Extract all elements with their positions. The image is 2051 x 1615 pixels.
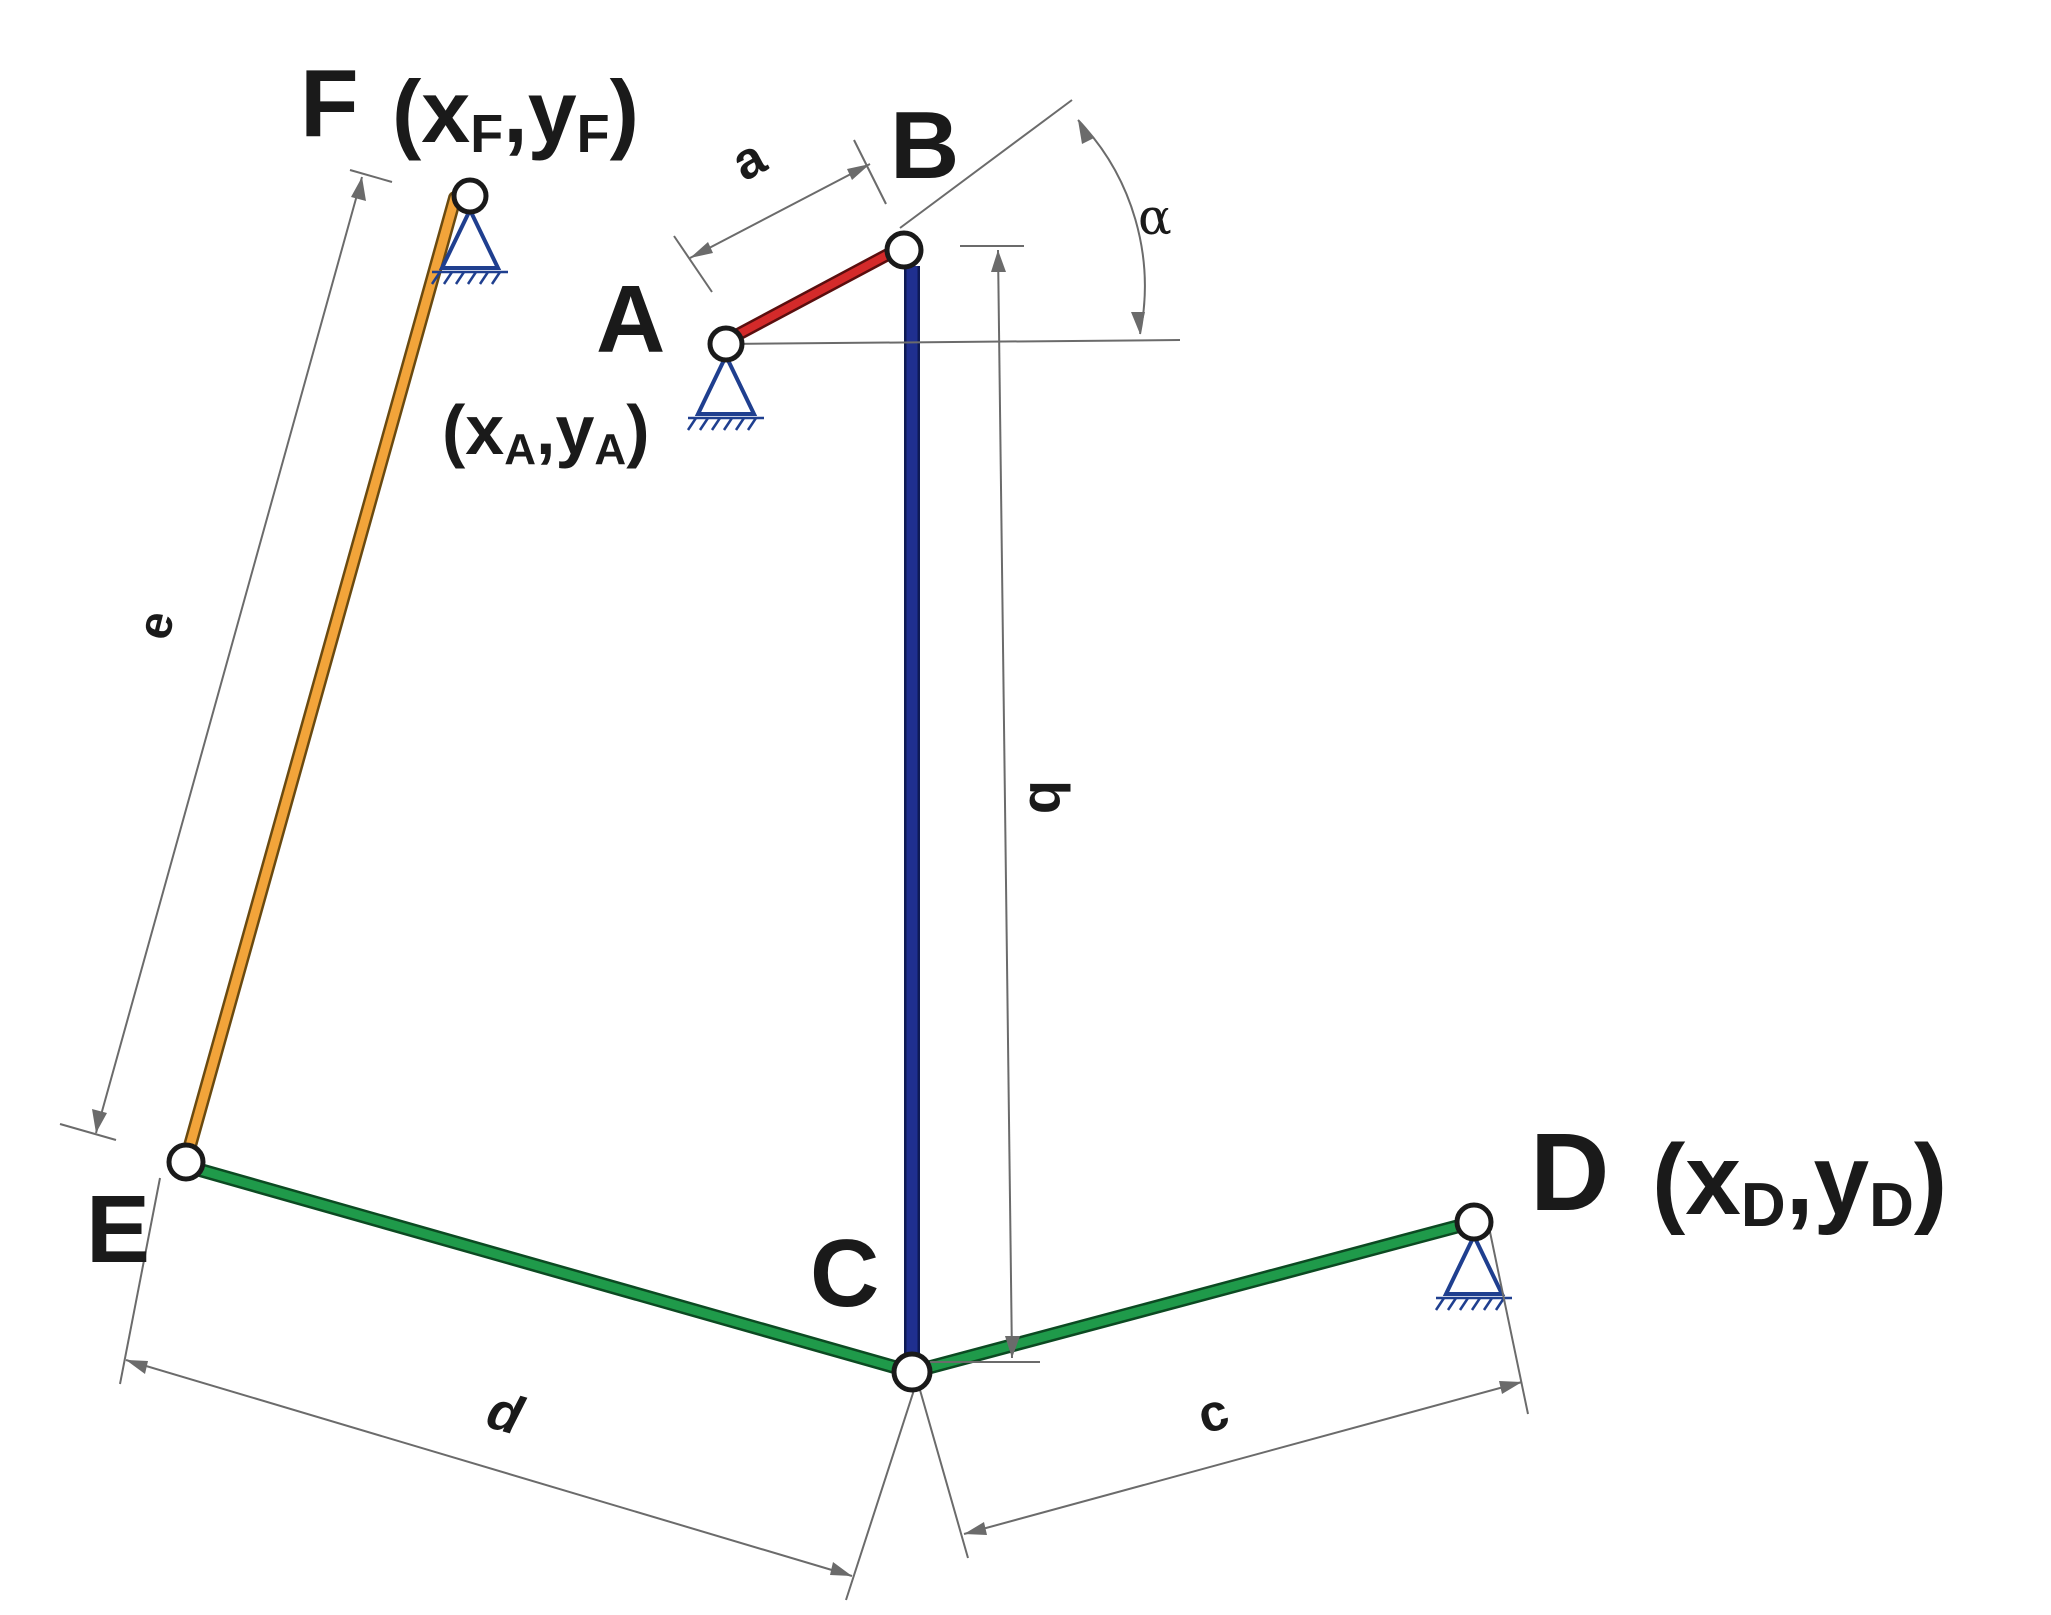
- joint-F: [451, 177, 489, 215]
- label-F: F: [300, 50, 359, 157]
- dim-label-a: a: [722, 127, 776, 192]
- label-C: C: [810, 1220, 879, 1327]
- coord-D: (xD,yD): [1652, 1124, 1947, 1240]
- label-D: D: [1530, 1111, 1609, 1234]
- link-a-AB-fill: [718, 244, 904, 347]
- dimension-lines: [59, 99, 1529, 1601]
- dim-label-e: e: [127, 606, 185, 645]
- link-e-FE-fill: [181, 193, 460, 1165]
- joint-C: [891, 1351, 933, 1393]
- links: [179, 191, 1481, 1379]
- dim-label-d: d: [481, 1380, 530, 1447]
- joint-E: [166, 1142, 206, 1182]
- support-D: [1434, 1231, 1512, 1311]
- label-A: A: [596, 266, 665, 373]
- label-B: B: [890, 92, 959, 199]
- joint-D: [1454, 1202, 1494, 1242]
- label-E: E: [86, 1176, 150, 1283]
- dim-label-c: c: [1191, 1382, 1235, 1446]
- dim-label-alpha: α: [1138, 188, 1172, 246]
- coord-F: (xF,yF): [392, 62, 639, 164]
- joints: [166, 177, 1494, 1393]
- support-F: [430, 205, 508, 285]
- link-d-EC-fill: [181, 1161, 917, 1377]
- joint-B: [884, 230, 924, 270]
- link-c-CD-fill: [907, 1217, 1479, 1377]
- support-A: [686, 351, 764, 431]
- dim-label-b: b: [1018, 780, 1081, 814]
- joint-A: [707, 325, 745, 363]
- coord-A: (xA,yA): [442, 391, 650, 474]
